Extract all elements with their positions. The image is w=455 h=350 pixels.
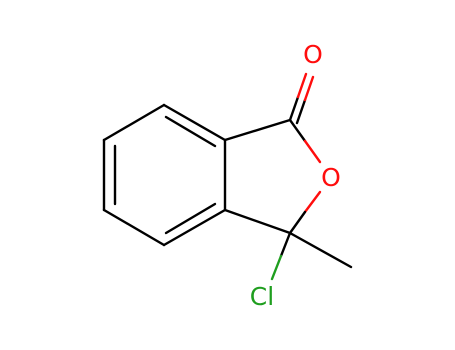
bond-ring-carbonyl-carbon [223,118,292,142]
bond-chlorine-black [279,231,292,258]
bond-carbonyl-b-black [295,98,307,125]
bond-carbonyl-b-red [303,75,315,102]
bond-chlorine-green [270,254,283,281]
bond-methyl [288,231,353,269]
bond-ring-o-quaternary-black [288,210,307,235]
atom-chlorine: Cl [250,282,274,311]
bond-ring-1 [102,103,166,142]
bond-carbonyl-a-black [288,95,300,122]
bond-carbonyl-ring-o-red [303,139,322,164]
bond-ring-6-inner [164,115,217,148]
atom-oxygen-carbonyl: O [303,40,323,69]
bond-ring-3 [102,208,166,247]
bond-ring-quaternary-carbon [223,208,292,235]
bond-ring-4 [162,208,227,247]
bond-ring-4-inner [164,202,217,235]
bond-ring-o-quaternary-red [303,190,322,214]
bond-carbonyl-a-red [296,72,308,99]
atom-oxygen-ring: O [321,163,341,192]
bond-carbonyl-ring-o-black [288,118,307,143]
bond-ring-6 [162,103,227,142]
